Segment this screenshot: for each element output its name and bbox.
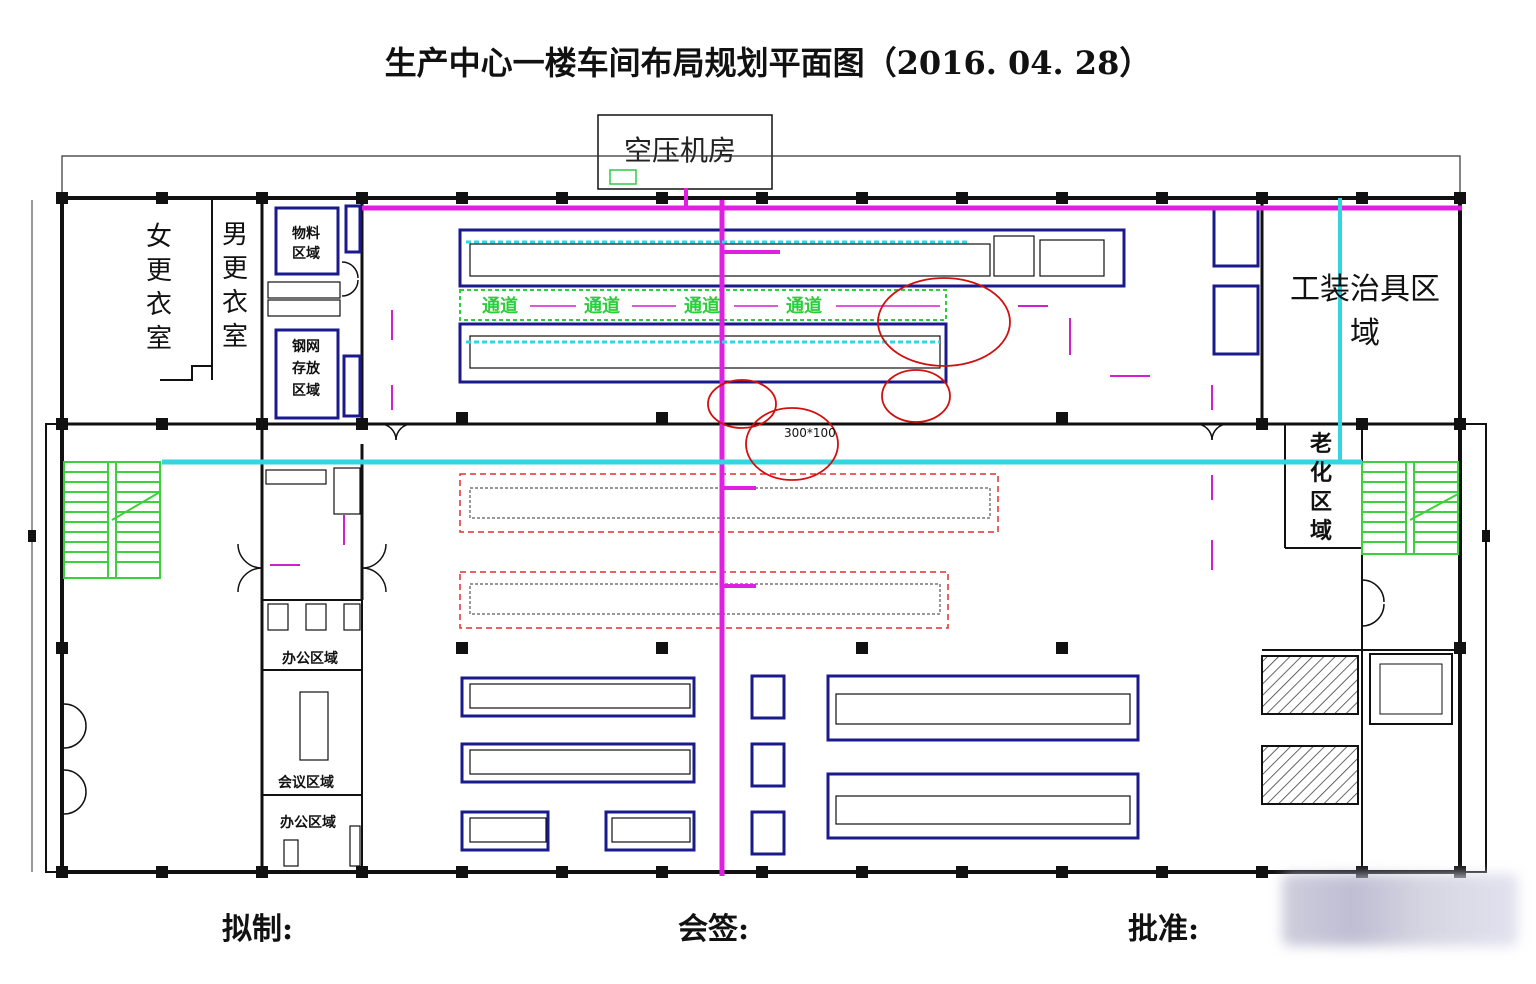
planned-line-2 [459, 571, 949, 629]
workbench-row-1 [460, 676, 696, 718]
watermark-blur [1282, 874, 1518, 946]
channel-band [459, 289, 947, 321]
approved-label: 批准: [1128, 912, 1200, 947]
elevator [1369, 653, 1453, 725]
stairs-right [1361, 461, 1459, 555]
channel-label: 通道 [786, 295, 822, 317]
channel-label: 通道 [584, 295, 620, 317]
planned-line-1 [459, 473, 999, 533]
workbench-row-3a [460, 810, 550, 852]
compressor-room-label: 空压机房 [624, 134, 736, 167]
production-line-2 [458, 322, 948, 384]
channel-label: 通道 [482, 295, 518, 317]
page-title: 生产中心一楼车间布局规划平面图（2016. 04. 28） [384, 44, 1152, 82]
stairs-left [63, 461, 161, 579]
office-area-2: 办公区域 [280, 815, 336, 831]
duct-size-label: 300*100 [784, 426, 836, 440]
steel-storage-area: 钢网存放区域 [292, 339, 320, 399]
storage-area-1 [1261, 655, 1359, 715]
fixture-area: 工装治具区域 [1290, 272, 1440, 351]
countersign-label: 会签: [678, 912, 750, 947]
drafted-label: 拟制: [222, 912, 294, 947]
assembly-line [826, 674, 1140, 742]
material-area: 物料区域 [292, 226, 320, 262]
meeting-area: 会议区域 [278, 775, 334, 791]
channel-label: 通道 [684, 295, 720, 317]
male-locker-room: 男更衣室 [222, 220, 249, 352]
compressor-room [597, 114, 773, 190]
aging-area: 老化区域 [1310, 431, 1333, 544]
vent-icon [609, 169, 637, 185]
workbench-row-3b [604, 810, 696, 852]
storage-area-2 [1261, 745, 1359, 805]
production-line-1 [458, 228, 1126, 288]
office-area-1: 办公区域 [282, 651, 338, 667]
outer-wall [60, 196, 1462, 874]
female-locker-room: 女更衣室 [146, 222, 173, 354]
assembly-line-2 [826, 772, 1140, 840]
workbench-row-2 [460, 742, 696, 784]
